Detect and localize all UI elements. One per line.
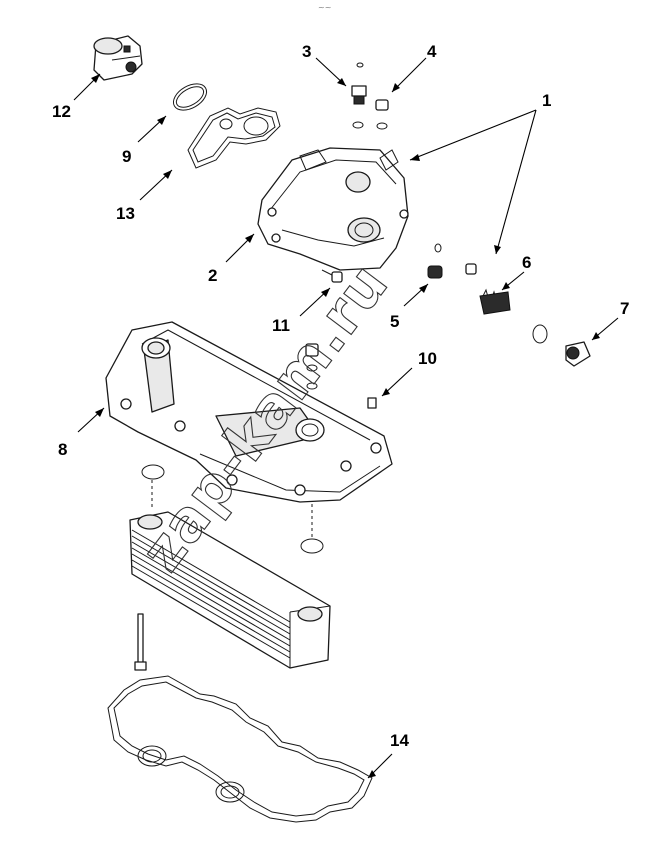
- callout-5: 5: [390, 312, 399, 331]
- o-ring-left: [141, 464, 165, 480]
- part-12-filter-cap: [93, 35, 143, 81]
- callout-1: 1: [542, 91, 551, 110]
- callout-13: 13: [116, 204, 135, 223]
- callout-3: 3: [302, 42, 311, 61]
- small-seal: [434, 243, 442, 253]
- part-7-plug: [532, 324, 591, 367]
- part-11-bolt: [321, 269, 343, 283]
- callout-12: 12: [52, 102, 71, 121]
- part-9-o-ring: [172, 83, 208, 111]
- leader-1b: [495, 109, 537, 255]
- part-6-spring: [465, 263, 511, 315]
- top-mark: ~~: [318, 3, 331, 12]
- oil-cooler-core: [129, 511, 331, 669]
- arrowheads: [91, 74, 600, 778]
- part-4-plug: [375, 99, 389, 130]
- part-2-housing: [257, 147, 409, 271]
- callout-4: 4: [427, 42, 437, 61]
- part-8-cooler-cover: [105, 321, 393, 503]
- o-ring-right: [300, 538, 324, 554]
- callout-9: 9: [122, 147, 131, 166]
- callout-6: 6: [522, 253, 531, 272]
- long-bolt: [134, 613, 147, 671]
- callout-2: 2: [208, 266, 217, 285]
- part-3-fitting: [351, 62, 367, 129]
- leader-1a: [409, 109, 537, 161]
- part-13-gasket: [187, 107, 281, 169]
- callout-7: 7: [620, 299, 629, 318]
- callout-10: 10: [418, 349, 437, 368]
- part-14-gasket: [107, 675, 373, 823]
- part-10-fittings: [305, 343, 377, 409]
- callout-8: 8: [58, 440, 67, 459]
- callout-11: 11: [272, 316, 290, 335]
- callout-14: 14: [390, 731, 409, 750]
- part-5-valve: [427, 265, 443, 279]
